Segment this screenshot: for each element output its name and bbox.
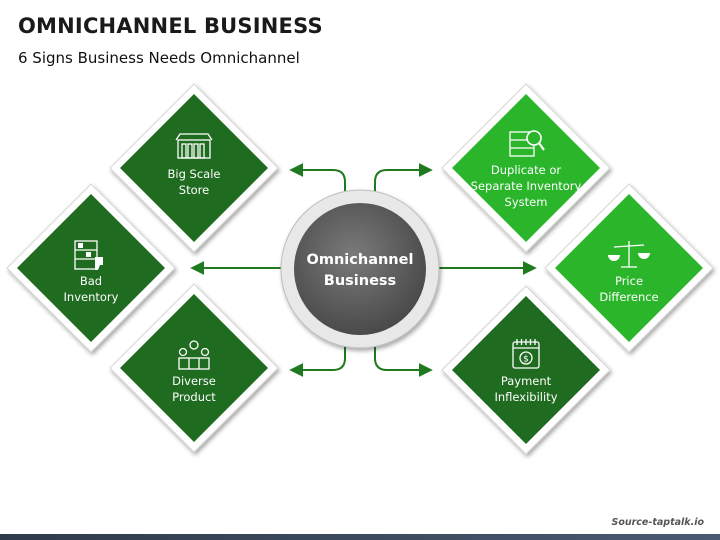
card-diamond bbox=[17, 194, 165, 342]
card-label-line: Diverse bbox=[172, 374, 216, 388]
hub-inner-circle bbox=[294, 203, 426, 335]
card-label-line: Store bbox=[179, 183, 209, 197]
card-diamond bbox=[120, 94, 268, 242]
arrow-to-payment-inflexibility bbox=[374, 343, 433, 377]
bottom-bar bbox=[0, 534, 720, 540]
arrow-to-big-scale-store bbox=[289, 163, 346, 195]
page-title: OMNICHANNEL BUSINESS bbox=[18, 14, 323, 38]
hub-label-line-1: Omnichannel bbox=[307, 252, 414, 268]
source-credit: Source-taptalk.io bbox=[611, 517, 704, 528]
inventory-search-icon bbox=[509, 130, 545, 157]
card-label-line: Inflexibility bbox=[495, 390, 558, 404]
inventory-thumbs-down-icon bbox=[74, 240, 103, 270]
connector-arrows bbox=[190, 163, 537, 377]
card-label-line: Duplicate or bbox=[491, 163, 561, 177]
sign-cards: Big ScaleStoreBadInventoryDiverseProduct… bbox=[6, 83, 714, 455]
card-label-line: System bbox=[505, 195, 548, 209]
scale-balance-icon bbox=[608, 241, 650, 268]
svg-text:$: $ bbox=[523, 355, 529, 365]
diverse-products-icon bbox=[178, 340, 210, 370]
card-label-line: Inventory bbox=[64, 290, 119, 304]
arrow-to-diverse-product bbox=[289, 343, 346, 377]
card-diamond bbox=[452, 94, 600, 242]
hub: Omnichannel Business bbox=[280, 189, 440, 349]
card-label-line: Bad bbox=[80, 274, 102, 288]
calendar-payment-icon: $ bbox=[512, 339, 540, 369]
card-label-line: Separate Inventory bbox=[471, 179, 582, 193]
card-label-line: Payment bbox=[501, 374, 552, 388]
hub-label-line-2: Business bbox=[324, 273, 396, 289]
store-icon bbox=[175, 133, 213, 159]
arrow-to-duplicate-inventory bbox=[374, 163, 433, 195]
card-label-line: Big Scale bbox=[168, 167, 221, 181]
card-diamond bbox=[120, 294, 268, 442]
page-subtitle: 6 Signs Business Needs Omnichannel bbox=[18, 49, 300, 67]
card-diamond bbox=[452, 296, 600, 444]
card-diamond bbox=[555, 194, 703, 342]
card-label-line: Product bbox=[172, 390, 216, 404]
card-label-line: Difference bbox=[599, 290, 658, 304]
card-label-line: Price bbox=[615, 274, 643, 288]
